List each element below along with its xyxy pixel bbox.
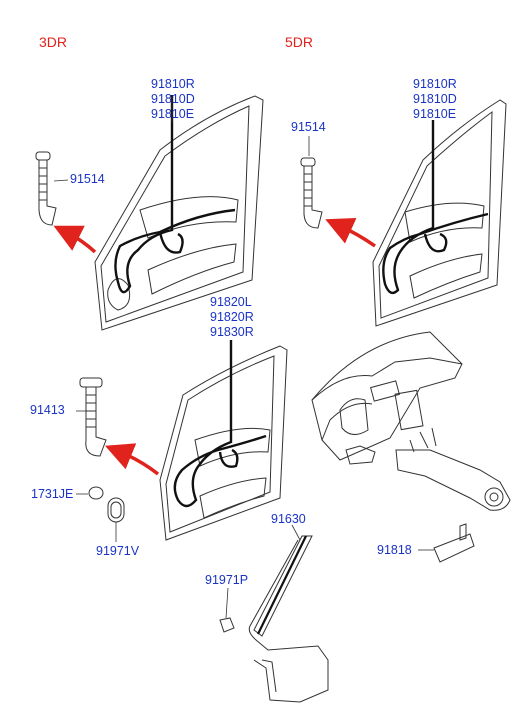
part-number: 91810D bbox=[151, 92, 195, 106]
pillar-harness bbox=[257, 535, 307, 635]
part-label-91971v: 91971V bbox=[96, 544, 140, 558]
part-number: 91810D bbox=[413, 92, 457, 106]
grommet-91514-3dr bbox=[35, 151, 57, 226]
leader-91630 bbox=[291, 524, 301, 541]
oval-plug bbox=[107, 497, 125, 523]
part-number: 91830R bbox=[210, 325, 254, 339]
leader-91514-3dr bbox=[53, 179, 69, 182]
part-number: 91810E bbox=[151, 107, 195, 121]
part-number: 91810R bbox=[151, 77, 195, 91]
rear-door-harness bbox=[173, 340, 267, 508]
part-number: 91810E bbox=[413, 107, 457, 121]
part-label-front-5dr-harness: 91810R 91810D 91810E bbox=[413, 77, 457, 122]
part-number: 91810R bbox=[413, 77, 457, 91]
ring-grommet bbox=[88, 486, 104, 500]
part-number: 91820L bbox=[210, 295, 252, 309]
leader-91971p bbox=[225, 587, 229, 619]
part-label-91971p: 91971P bbox=[205, 573, 249, 587]
part-label-rear-harness: 91820L 91820R 91830R bbox=[210, 295, 254, 340]
part-label-91413: 91413 bbox=[30, 403, 65, 417]
grommet-91514-5dr bbox=[300, 157, 323, 229]
part-number: 91820R bbox=[210, 310, 254, 324]
part-label-1731je: 1731JE bbox=[31, 487, 74, 501]
arrow-rear bbox=[105, 443, 160, 476]
front-door-3dr bbox=[94, 95, 264, 331]
front-door-3dr-harness bbox=[114, 95, 236, 294]
grommet-91413 bbox=[79, 377, 107, 457]
part-label-91818: 91818 bbox=[377, 543, 412, 557]
front-door-5dr-harness bbox=[382, 120, 489, 295]
variant-label-3dr: 3DR bbox=[39, 34, 68, 50]
part-label-91630: 91630 bbox=[271, 512, 306, 526]
rear-door bbox=[159, 345, 288, 541]
part-label-front-3dr-harness: 91810R 91810D 91810E bbox=[151, 77, 195, 122]
part-label-91514-3dr: 91514 bbox=[70, 172, 105, 186]
pillar bbox=[248, 535, 329, 703]
variant-label-5dr: 5DR bbox=[285, 34, 314, 50]
bracket-91818 bbox=[433, 523, 475, 563]
dashboard bbox=[311, 331, 511, 511]
arrow-5dr bbox=[325, 217, 377, 248]
clip-91971p bbox=[219, 617, 235, 633]
part-label-91514-5dr: 91514 bbox=[291, 120, 326, 134]
arrow-3dr bbox=[53, 225, 97, 254]
